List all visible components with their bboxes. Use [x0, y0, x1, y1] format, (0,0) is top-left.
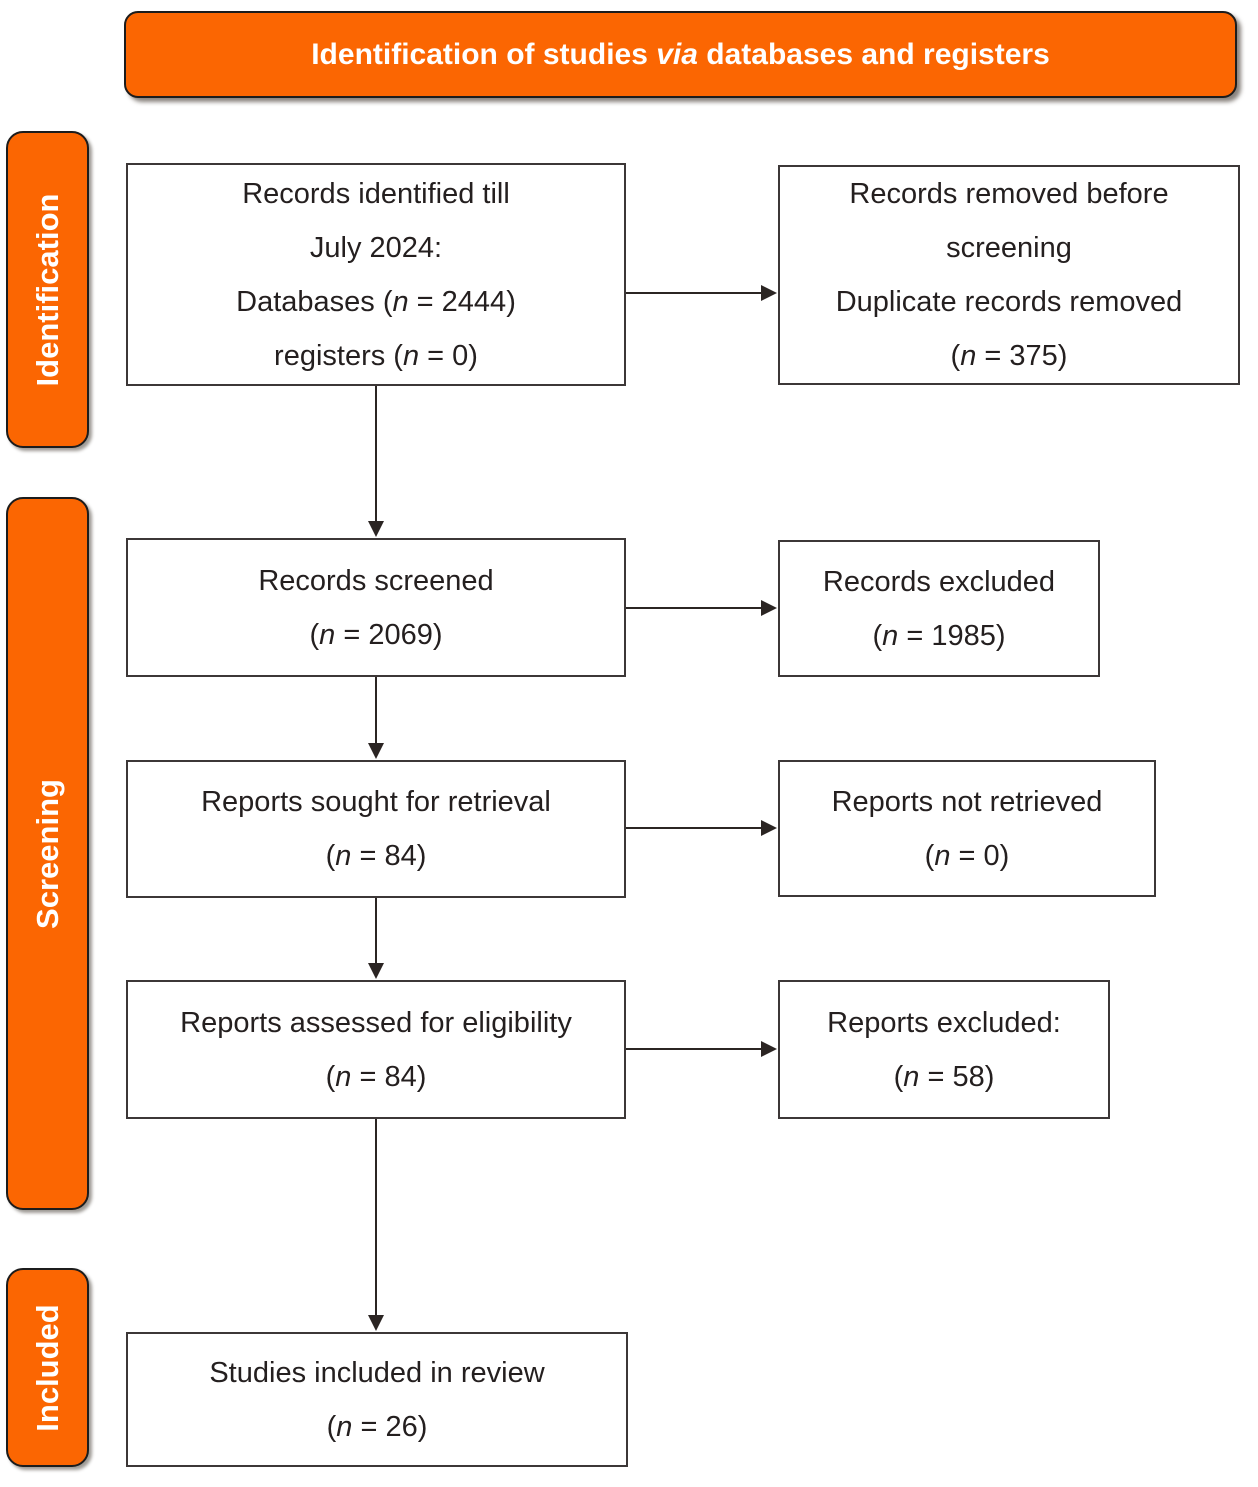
- box-reports-sought: Reports sought for retrieval(n = 84): [126, 760, 626, 898]
- arrow-screened-to-excluded: [626, 600, 777, 616]
- box-studies-included: Studies included in review(n = 26): [126, 1332, 628, 1467]
- sidebar-identification-label: Identification: [29, 193, 65, 386]
- arrow-identified-to-screened: [368, 386, 384, 537]
- sidebar-included-label: Included: [29, 1303, 65, 1432]
- box-reports-excluded: Reports excluded:(n = 58): [778, 980, 1110, 1119]
- box-reports-not-retrieved: Reports not retrieved(n = 0): [778, 760, 1156, 897]
- arrow-identified-to-removed: [626, 285, 777, 301]
- arrow-assessed-to-reports-excluded: [626, 1041, 777, 1057]
- sidebar-included: Included: [6, 1268, 89, 1467]
- arrow-assessed-to-included: [368, 1119, 384, 1331]
- sidebar-identification: Identification: [6, 131, 89, 448]
- box-reports-assessed: Reports assessed for eligibility(n = 84): [126, 980, 626, 1119]
- arrow-sought-to-not-retrieved: [626, 820, 777, 836]
- banner-title: Identification of studies via databases …: [124, 11, 1237, 98]
- arrow-sought-to-assessed: [368, 898, 384, 979]
- box-records-screened: Records screened(n = 2069): [126, 538, 626, 677]
- box-records-excluded: Records excluded(n = 1985): [778, 540, 1100, 677]
- arrow-screened-to-sought: [368, 677, 384, 759]
- sidebar-screening-label: Screening: [29, 778, 65, 929]
- sidebar-screening: Screening: [6, 497, 89, 1210]
